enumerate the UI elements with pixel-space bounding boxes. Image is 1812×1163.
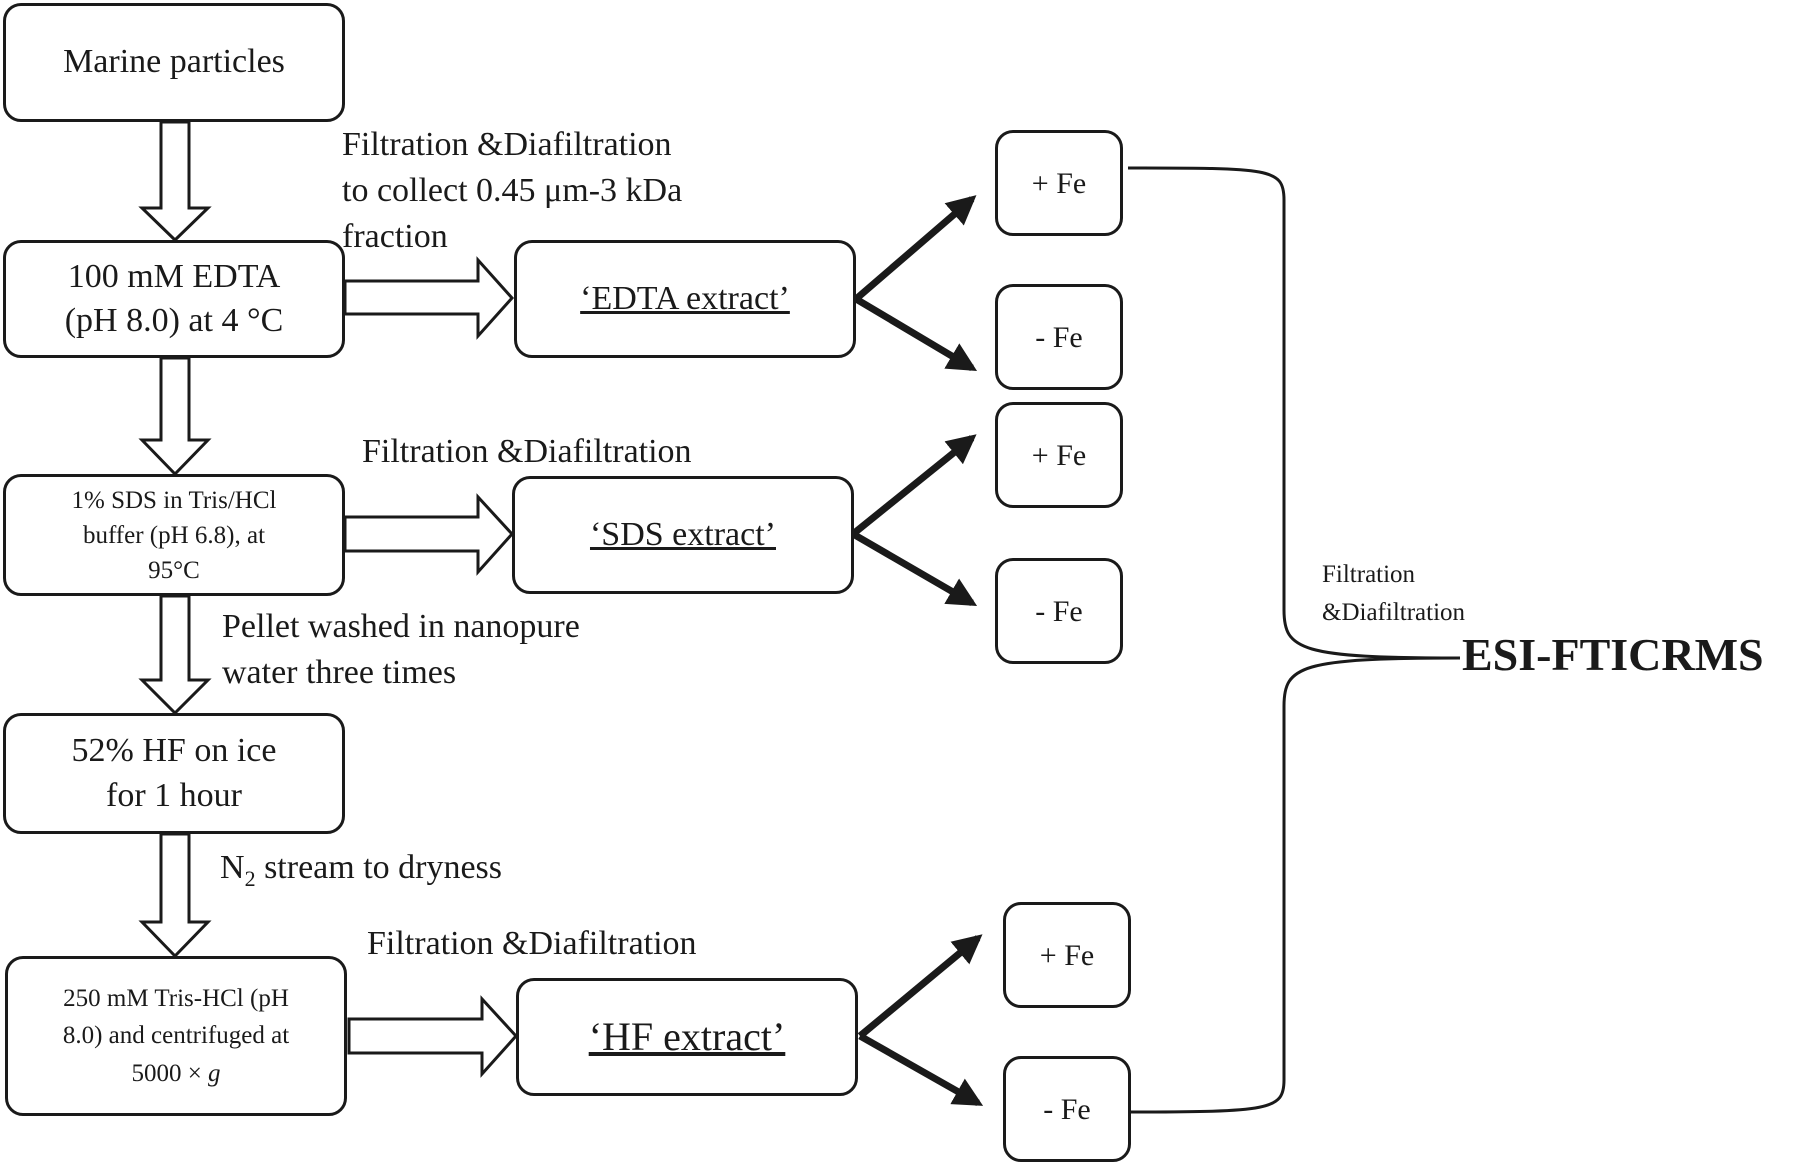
edta-minus-fe-text: - Fe — [1035, 320, 1083, 354]
filtration-label-edta-line2: to collect 0.45 μm-3 kDa — [342, 171, 683, 209]
filtration-label-sds: Filtration &Diafiltration — [362, 433, 692, 470]
marine-particles-box: Marine particles — [3, 3, 345, 122]
filtration-label-hf: Filtration &Diafiltration — [367, 925, 697, 962]
edta-plus-fe-box: + Fe — [995, 130, 1123, 236]
branch-arrow-hf-plus — [857, 934, 983, 1039]
pellet-wash-line2: water three times — [222, 653, 457, 691]
hollow-arrow-right-1 — [343, 256, 515, 340]
tris-step-box: 250 mM Tris-HCl (pH 8.0) and centrifuged… — [5, 956, 347, 1116]
sds-minus-fe-text: - Fe — [1035, 594, 1083, 628]
sds-step-line2: buffer (pH 6.8), at — [82, 521, 266, 549]
sds-extract-text: ‘SDS extract’ — [589, 515, 776, 553]
hf-extract-box: ‘HF extract’ — [516, 978, 858, 1096]
marine-particles-text: Marine particles — [63, 43, 285, 81]
sds-extract-box: ‘SDS extract’ — [512, 476, 854, 594]
edta-step-box: 100 mM EDTA (pH 8.0) at 4 °C — [3, 240, 345, 358]
sds-step-box: 1% SDS in Tris/HCl buffer (pH 6.8), at 9… — [3, 474, 345, 596]
hollow-arrow-down-1 — [138, 120, 212, 243]
n2-stream-label: N2 stream to dryness — [220, 846, 502, 893]
sds-plus-fe-box: + Fe — [995, 402, 1123, 508]
hf-plus-fe-box: + Fe — [1003, 902, 1131, 1008]
branch-arrow-edta-plus — [853, 195, 977, 302]
tris-step-line3: 5000 × g — [131, 1055, 220, 1093]
tris-step-line3-g: g — [208, 1059, 221, 1087]
hf-minus-fe-text: - Fe — [1043, 1092, 1091, 1126]
hf-step-line1: 52% HF on ice — [71, 732, 277, 770]
merge-bracket — [1127, 166, 1461, 1114]
sds-step-line1: 1% SDS in Tris/HCl — [71, 486, 277, 514]
tris-step-line3-value: 5000 × — [131, 1059, 209, 1087]
branch-arrow-edta-minus — [854, 295, 978, 372]
edta-extract-text: ‘EDTA extract’ — [580, 279, 790, 317]
final-filtration-line2: &Diafiltration — [1322, 598, 1466, 626]
hf-extract-text: ‘HF extract’ — [588, 1014, 786, 1059]
hf-step-line2: for 1 hour — [106, 776, 242, 814]
branch-arrow-sds-minus — [851, 530, 978, 607]
tris-step-line2: 8.0) and centrifuged at — [62, 1022, 290, 1050]
hf-step-box: 52% HF on ice for 1 hour — [3, 713, 345, 834]
final-filtration-line1: Filtration — [1322, 561, 1416, 588]
edta-minus-fe-box: - Fe — [995, 284, 1123, 390]
branch-arrow-sds-plus — [850, 434, 977, 537]
sds-minus-fe-box: - Fe — [995, 558, 1123, 664]
pellet-wash-line1: Pellet washed in nanopure — [222, 608, 580, 645]
esi-fticrms-output: ESI-FTICRMS — [1462, 629, 1764, 680]
hollow-arrow-down-3 — [138, 594, 212, 716]
n2-stream-n: N — [220, 849, 245, 886]
hollow-arrow-right-3 — [347, 995, 519, 1078]
sds-step-line3: 95°C — [148, 556, 200, 584]
hollow-arrow-down-2 — [138, 356, 212, 477]
n2-stream-sub: 2 — [244, 865, 256, 891]
n2-stream-text: stream to dryness — [255, 849, 503, 886]
filtration-label-edta-line1: Filtration &Diafiltration — [342, 126, 672, 163]
edta-step-line1: 100 mM EDTA — [67, 257, 281, 295]
branch-arrow-hf-minus — [858, 1032, 984, 1107]
hollow-arrow-down-4 — [138, 832, 212, 959]
sds-plus-fe-text: + Fe — [1031, 438, 1087, 472]
final-filtration-label: Filtration &Diafiltration — [1322, 556, 1465, 631]
edta-step-line2: (pH 8.0) at 4 °C — [64, 302, 284, 339]
hollow-arrow-right-2 — [343, 493, 515, 576]
hf-minus-fe-box: - Fe — [1003, 1056, 1131, 1162]
edta-extract-box: ‘EDTA extract’ — [514, 240, 856, 358]
filtration-label-edta: Filtration &Diafiltration to collect 0.4… — [342, 122, 682, 260]
edta-plus-fe-text: + Fe — [1031, 166, 1087, 200]
hf-plus-fe-text: + Fe — [1039, 938, 1095, 972]
tris-step-line1: 250 mM Tris-HCl (pH — [63, 984, 289, 1012]
filtration-label-edta-line3: fraction — [342, 217, 448, 255]
pellet-wash-label: Pellet washed in nanopure water three ti… — [222, 604, 580, 696]
